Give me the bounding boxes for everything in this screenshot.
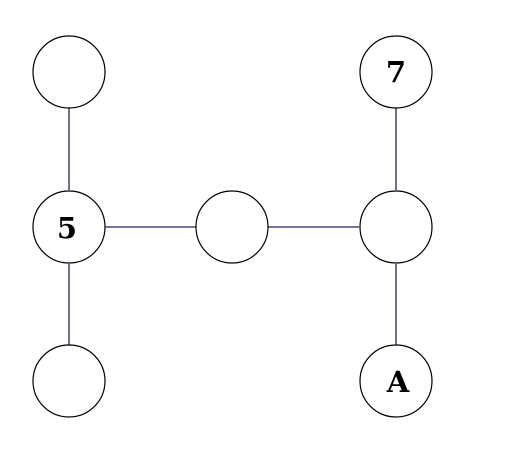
edges xyxy=(68,108,397,345)
node-circle xyxy=(359,190,433,264)
node-circle xyxy=(359,35,433,109)
node-middle-center xyxy=(195,190,269,264)
node-top-right: 7 xyxy=(359,35,433,109)
node-top-left xyxy=(32,35,106,109)
node-label: A xyxy=(386,365,410,399)
node-middle-right xyxy=(359,190,433,264)
node-label: 5 xyxy=(57,211,77,245)
node-label: 7 xyxy=(386,55,406,89)
node-circle xyxy=(32,190,106,264)
node-bottom-right: A xyxy=(359,344,433,418)
node-circle xyxy=(195,190,269,264)
node-bottom-left xyxy=(32,344,106,418)
node-circle xyxy=(32,344,106,418)
node-circle xyxy=(32,35,106,109)
node-circle xyxy=(359,344,433,418)
node-middle-left: 5 xyxy=(32,190,106,264)
